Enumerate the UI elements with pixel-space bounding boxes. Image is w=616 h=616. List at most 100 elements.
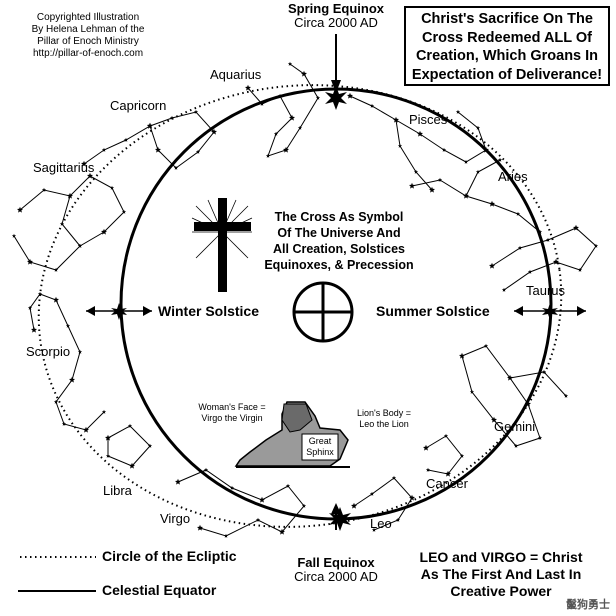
pisces-cord-star — [397, 143, 403, 148]
cancer-label: Cancer — [426, 476, 468, 491]
aquarius-figure-star — [287, 61, 293, 66]
sagittarius-figure-star — [87, 172, 93, 179]
sagittarius-figure-star — [121, 209, 127, 214]
leo-virgo-line-2: As The First And Last In — [420, 566, 582, 582]
lions-body-note: Lion's Body = Leo the Lion — [348, 408, 420, 430]
capricorn-figure-star — [193, 109, 199, 114]
capricorn-label: Capricorn — [110, 98, 167, 113]
sagittarius-figure — [13, 175, 125, 271]
womans-face-line-2: Virgo the Virgin — [201, 413, 263, 423]
leo-virgo-line-3: Creative Power — [450, 583, 552, 599]
scorpio-figure-star — [53, 296, 59, 303]
scorpio-figure-star — [31, 326, 37, 333]
leo-virgo-note: LEO and VIRGO = Christ As The First And … — [388, 549, 614, 600]
sagittarius-figure-star — [53, 267, 59, 272]
pisces-figure-star — [441, 147, 447, 152]
capricorn-figure-star — [211, 128, 217, 135]
upper-left-arc-star — [123, 137, 129, 142]
sagittarius-label: Sagittarius — [33, 160, 95, 175]
upper-left-arc-star — [147, 122, 153, 129]
virgo-figure-star — [175, 478, 181, 485]
capricorn-figure — [149, 111, 215, 169]
taurus-figure-star — [489, 262, 495, 269]
aries-horn — [465, 159, 501, 197]
leo-figure-star — [351, 502, 357, 509]
great-sphinx-line-2: Sphinx — [306, 447, 334, 457]
sphinx-figure — [234, 401, 350, 468]
aquarius-figure-star — [277, 93, 283, 98]
cancer-figure-star — [459, 453, 465, 458]
upper-left-arc — [83, 125, 151, 165]
sagittarius-figure-star — [11, 233, 17, 238]
aries-figure — [411, 179, 541, 233]
taurus-figure-star — [573, 224, 579, 231]
aries-label: Aries — [498, 169, 528, 184]
virgo-figure-star — [197, 524, 203, 531]
aquarius-figure-star — [301, 70, 307, 77]
copyright-line-2: By Helena Lehman of the — [31, 24, 145, 35]
gemini-arm-star — [563, 393, 569, 398]
summer-solstice-label: Summer Solstice — [376, 303, 490, 319]
gemini-figure-star — [537, 435, 543, 440]
gemini-figure-star — [525, 400, 531, 407]
winter-solstice-label: Winter Solstice — [158, 303, 260, 319]
watermark: 鬣狗勇士 — [566, 599, 610, 611]
capricorn-figure-star — [173, 165, 179, 170]
caption-line-3: All Creation, Solstices — [273, 242, 405, 256]
sagittarius-figure-star — [27, 258, 33, 265]
scorpio-label: Scorpio — [26, 344, 71, 359]
lions-body-line-1: Lion's Body = — [356, 408, 411, 418]
summer-solstice-arrow — [514, 303, 586, 320]
aries-horn-star — [475, 169, 481, 174]
leo-figure-star — [391, 475, 397, 480]
spring-equinox-label: Spring Equinox Circa 2000 AD — [266, 2, 406, 30]
aquarius-figure-star — [289, 114, 295, 121]
great-sphinx-line-1: Great — [308, 436, 332, 446]
scorpio-figure-star — [83, 426, 89, 433]
scorpio-figure-star — [101, 409, 107, 414]
aquarius-figure-star — [259, 101, 265, 106]
caption-line-2: Of The Universe And — [277, 226, 401, 240]
taurus-figure — [491, 227, 597, 291]
virgo-figure-star — [223, 533, 229, 538]
aquarius-label: Aquarius — [210, 67, 262, 82]
aquarius-figure-star — [273, 131, 279, 136]
caption-line-1: The Cross As Symbol — [274, 210, 404, 224]
aquarius-figure-star — [315, 95, 321, 100]
pisces-figure-star — [475, 125, 481, 130]
taurus-figure-star — [501, 287, 507, 292]
libra-figure-star — [105, 435, 111, 440]
aries-horn-star — [463, 192, 469, 199]
scorpio-figure-star — [27, 305, 33, 310]
libra-figure-star — [129, 462, 135, 469]
cancer-figure-star — [425, 467, 431, 472]
virgo-figure-star — [259, 496, 265, 503]
copyright-url: http://pillar-of-enoch.com — [32, 48, 144, 59]
great-sphinx-label: Great Sphinx — [302, 436, 338, 458]
taurus-figure-star — [545, 237, 551, 242]
leo-figure-star — [409, 494, 415, 501]
cancer-figure-star — [445, 470, 451, 477]
gemini-label: Gemini — [494, 419, 536, 434]
copyright-notice: Copyrighted Illustration By Helena Lehma… — [4, 12, 172, 60]
capricorn-figure-star — [195, 149, 201, 154]
title-line-4: Expectation of Deliverance! — [411, 66, 603, 83]
libra-figure-star — [105, 453, 111, 458]
taurus-label: Taurus — [526, 283, 566, 298]
pisces-cord-star — [413, 169, 419, 174]
spring-equinox-date: Circa 2000 AD — [294, 15, 378, 30]
fall-equinox-name: Fall Equinox — [297, 555, 375, 570]
pisces-figure-star — [347, 92, 353, 99]
aries-horn-star — [497, 157, 503, 162]
ecliptic-legend-label: Circle of the Ecliptic — [102, 548, 237, 564]
taurus-figure-star — [577, 267, 583, 272]
upper-left-arc-star — [81, 160, 87, 167]
title-box: Christ's Sacrifice On The Cross Redeemed… — [404, 6, 610, 86]
leo-figure-star — [371, 527, 377, 532]
aquarius-figure-star — [297, 125, 303, 130]
gemini-figure-star — [491, 416, 497, 423]
title-line-1: Christ's Sacrifice On The — [421, 11, 593, 27]
gemini-figure-star — [469, 389, 475, 394]
sagittarius-figure-star — [109, 185, 115, 190]
